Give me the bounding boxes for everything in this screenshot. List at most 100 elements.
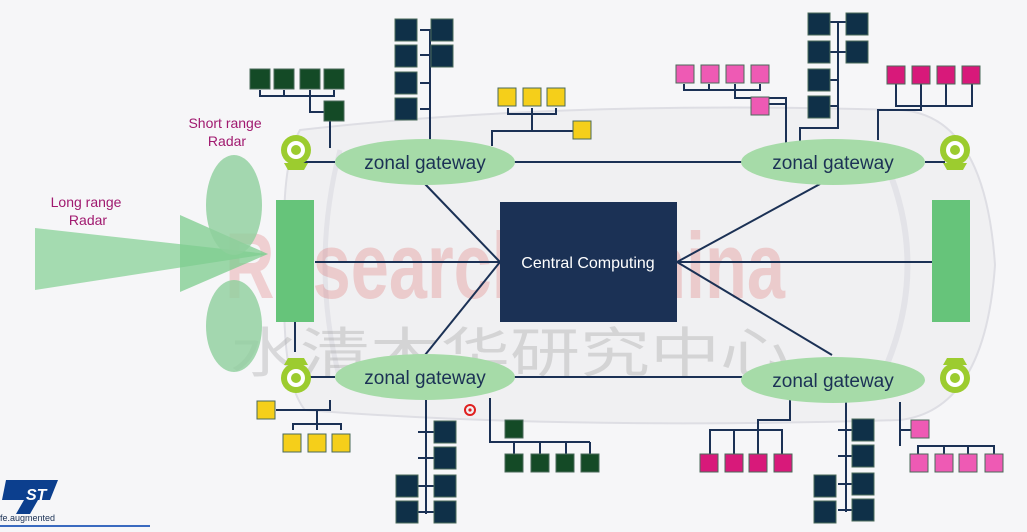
ecu-pink — [750, 96, 770, 116]
ecu-navy — [430, 44, 454, 68]
short-range-radar-lower — [206, 280, 262, 372]
ecu-navy — [851, 498, 875, 522]
long-range-radar-beam — [35, 228, 268, 290]
bus-tr-magenta — [895, 82, 973, 107]
central-computing-label: Central Computing — [521, 255, 654, 272]
long-range-radar-line-2: Radar — [69, 212, 107, 228]
long-range-radar-beam-inner — [180, 215, 268, 292]
ecu-pink — [675, 64, 695, 84]
ecu-navy — [394, 97, 418, 121]
bus-tr-pink — [683, 84, 761, 91]
bottom-strip — [0, 525, 150, 527]
zonal-gateway-top-left — [335, 139, 515, 185]
ecu-pink — [958, 453, 978, 473]
zonal-gateway-label-bottom-left: zonal gateway — [364, 368, 486, 389]
ecu-pink — [934, 453, 954, 473]
ecu-pink — [909, 453, 929, 473]
bus-bl-green — [489, 398, 567, 456]
ecu-navy — [807, 12, 831, 36]
car-window-rear — [322, 149, 343, 381]
ecu-magenta — [699, 453, 719, 473]
short-range-radar-label: Short range Radar — [188, 115, 265, 149]
drop-top-yellow — [491, 114, 533, 146]
ecu-green — [323, 68, 345, 90]
long-range-radar-label: Long range Radar — [51, 194, 126, 228]
ecu-green — [504, 419, 524, 439]
ecu-magenta — [724, 453, 744, 473]
ecu-green — [555, 453, 575, 473]
st-logo-tagline: life.augmented — [0, 513, 55, 523]
ecu-magenta — [748, 453, 768, 473]
ecu-navy — [851, 472, 875, 496]
ecu-pink — [700, 64, 720, 84]
ecu-navy — [433, 500, 457, 524]
st-logo-mark — [2, 480, 58, 514]
ecu-yellow — [256, 400, 276, 420]
ecu-boxes — [249, 12, 1004, 524]
ecu-magenta — [911, 65, 931, 85]
ecu-navy — [394, 18, 418, 42]
zonal-gateway-bottom-right — [741, 357, 925, 403]
ecu-yellow — [522, 87, 542, 107]
short-range-radar-upper — [206, 155, 262, 255]
ecu-green — [504, 453, 524, 473]
ecu-yellow — [546, 87, 566, 107]
ecu-yellow — [282, 433, 302, 453]
camera-icon — [940, 358, 970, 393]
camera-icon — [281, 358, 311, 393]
ecu-pink — [984, 453, 1004, 473]
ecu-navy — [851, 444, 875, 468]
ecu-yellow — [331, 433, 351, 453]
ecu-yellow — [497, 87, 517, 107]
bus-br-magenta — [709, 429, 783, 455]
drop-bl-yellow — [316, 400, 331, 424]
drop-br-magenta — [757, 400, 791, 430]
drop-tr-magenta — [877, 106, 922, 140]
long-range-radar-line-1: Long range — [51, 194, 122, 210]
ecu-navy — [433, 474, 457, 498]
camera-icon — [281, 135, 311, 170]
ecu-yellow — [307, 433, 327, 453]
cursor-pointer-icon — [464, 404, 476, 416]
ecu-navy — [433, 420, 457, 444]
short-range-radar-line-2: Radar — [208, 133, 246, 149]
camera-icon — [940, 135, 970, 170]
st-logo: ST life.augmented — [0, 480, 150, 527]
ecu-green — [530, 453, 550, 473]
ecu-navy — [395, 474, 419, 498]
ecu-navy — [807, 95, 831, 119]
ecu-navy — [845, 12, 869, 36]
ecu-navy — [807, 68, 831, 92]
st-logo-brand: ST — [26, 487, 48, 504]
ecu-navy — [394, 44, 418, 68]
ecu-navy — [845, 40, 869, 64]
ecu-green — [323, 100, 345, 122]
ecu-magenta — [936, 65, 956, 85]
zonal-gateway-label-bottom-right: zonal gateway — [772, 371, 894, 392]
ecu-green — [580, 453, 600, 473]
zonal-gateway-label-top-left: zonal gateway — [364, 153, 486, 174]
line-central-zonal-tr — [676, 183, 821, 263]
ecu-green — [249, 68, 271, 90]
bus-tl-green — [259, 90, 335, 97]
ecu-navy — [851, 418, 875, 442]
ecu-green — [273, 68, 295, 90]
drop-tl-green — [309, 96, 331, 148]
front-right-sensor-bar — [932, 200, 970, 322]
bus-br-pink — [917, 445, 995, 455]
ecu-yellow — [572, 120, 592, 140]
ecu-navy — [433, 446, 457, 470]
zonal-gateway-top-right — [741, 139, 925, 185]
zonal-gateway-label-top-right: zonal gateway — [772, 153, 894, 174]
line-central-zonal-bl — [424, 261, 501, 356]
ecu-navy — [430, 18, 454, 42]
ecu-magenta — [886, 65, 906, 85]
ecu-navy — [807, 40, 831, 64]
ecu-pink — [750, 64, 770, 84]
front-left-sensor-bar — [276, 200, 314, 322]
line-central-zonal-br — [676, 261, 833, 356]
ecu-navy — [813, 500, 837, 524]
zonal-gateway-bottom-left — [335, 354, 515, 400]
